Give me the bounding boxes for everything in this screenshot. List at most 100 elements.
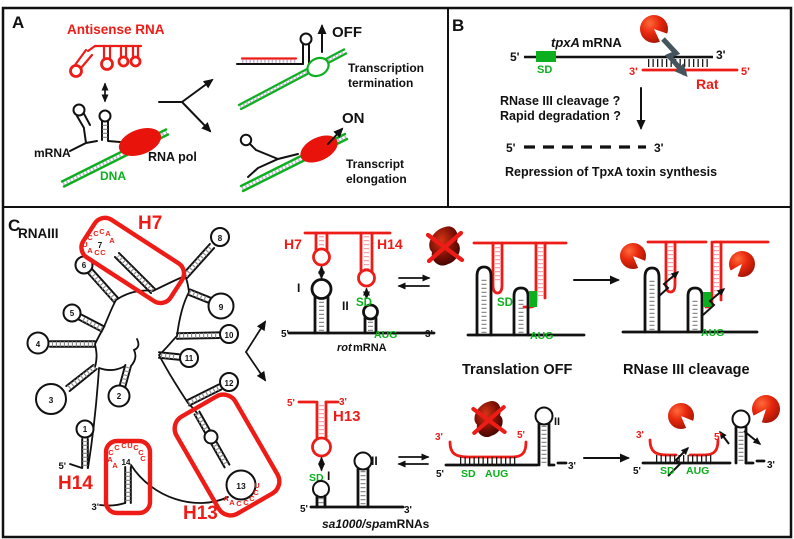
rot-gene-label: rot xyxy=(337,342,353,354)
sd-label: SD xyxy=(537,64,552,76)
rot-mrna-label: mRNA xyxy=(353,342,387,354)
terminator-hairpin xyxy=(299,32,313,65)
h7-loop-letters: C C C A U A A C C xyxy=(82,227,115,257)
branch-arrows xyxy=(158,78,214,133)
sd-box xyxy=(536,51,556,62)
transcription-termination-diagram: OFF Transcription termination xyxy=(236,24,424,111)
svg-text:U: U xyxy=(254,481,259,490)
equilibrium-arrows-spa xyxy=(397,453,430,468)
h13-box xyxy=(172,392,282,518)
svg-text:A: A xyxy=(109,236,115,245)
rnase-cleavage-label: RNase III cleavage xyxy=(623,362,750,378)
svg-text:A: A xyxy=(112,461,118,470)
loop-number-4: 4 xyxy=(36,340,41,349)
spa-free-state: 5' 3' H13 SD I II 5' 3' sa1000/spa mRNAs xyxy=(287,397,430,531)
elongation-label-2: elongation xyxy=(346,172,407,186)
on-arrow xyxy=(327,127,344,145)
svg-text:C: C xyxy=(87,233,93,242)
ribosome-blocked-icon xyxy=(425,226,465,266)
loop-number-3: 3 xyxy=(49,395,54,405)
h7-label: H7 xyxy=(138,213,162,234)
cleaved-three-prime-red: 3' xyxy=(636,430,644,441)
loop-number-7: 7 xyxy=(98,241,103,250)
degradation-question-label: Rapid degradation ? xyxy=(500,109,621,123)
svg-text:C: C xyxy=(140,454,146,463)
rnase-iii-pacman-icon xyxy=(620,243,648,270)
termination-label-2: termination xyxy=(348,76,413,90)
rnase-question-label: RNase III cleavage ? xyxy=(500,94,620,108)
h14-box xyxy=(103,438,153,516)
svg-text:C: C xyxy=(99,227,105,236)
rot-hairpin-ii-label: II xyxy=(342,299,349,313)
hairpin-stems xyxy=(49,243,231,504)
rat-five-prime-label: 5' xyxy=(741,66,750,78)
loop-number-8: 8 xyxy=(218,234,223,243)
rat-label: Rat xyxy=(696,76,719,92)
spa-three-prime: 3' xyxy=(404,505,412,516)
rot-free-state: H7 H14 I II SD AUG 5' 3' rot mRNA xyxy=(281,231,436,354)
terminator-bubble xyxy=(306,56,330,78)
svg-text:C: C xyxy=(138,448,144,457)
ribosome-blocked-icon xyxy=(471,401,507,438)
loop-number-6: 6 xyxy=(82,261,87,270)
svg-text:C: C xyxy=(249,494,255,503)
loop-number-11: 11 xyxy=(185,354,194,363)
rot-h14-label: H14 xyxy=(377,236,403,252)
h13-five-prime: 5' xyxy=(287,398,295,409)
degraded-five-prime: 5' xyxy=(506,141,516,155)
rot-h7-label: H7 xyxy=(284,236,302,252)
duplex-five-prime: 5' xyxy=(436,469,444,480)
panel-c: C RNAIII xyxy=(8,213,780,531)
svg-text:C: C xyxy=(253,488,259,497)
spa-hairpin-ii-label: II xyxy=(371,454,378,468)
duplex-hairpin-ii-label: II xyxy=(554,416,560,428)
rnaiii-structure: 1 2 3 4 5 6 7 8 9 10 11 12 13 14 C C C A… xyxy=(26,213,282,524)
rot-sd-label: SD xyxy=(356,297,372,309)
svg-text:U: U xyxy=(127,441,132,450)
duplex-three-prime-red: 3' xyxy=(435,432,443,443)
translation-off-complex: SD AUG xyxy=(466,241,586,342)
cleavage-arrow xyxy=(702,288,726,316)
duplex-sd-label: SD xyxy=(461,468,476,480)
rat-three-prime-label: 3' xyxy=(629,66,638,78)
antisense-mrna-duplex xyxy=(236,57,304,65)
svg-text:C: C xyxy=(108,448,114,457)
rnase-iii-pacman-icon xyxy=(728,251,755,278)
rna-polymerase xyxy=(118,128,162,156)
svg-text:A: A xyxy=(223,494,229,503)
degraded-three-prime: 3' xyxy=(654,141,664,155)
spa-h13-label: H13 xyxy=(333,408,361,425)
cleaved-five-prime: 5' xyxy=(633,466,641,477)
spa-duplex-off: 3' 5' II 3' 5' SD AUG xyxy=(435,406,576,480)
cleavage-arrow xyxy=(657,271,680,298)
panel-c-label: C xyxy=(8,216,20,235)
h7-box xyxy=(79,215,187,306)
sd-box xyxy=(703,292,711,307)
svg-text:C: C xyxy=(236,499,242,508)
duplex-aug-label: AUG xyxy=(485,468,508,480)
tpxa-gene-label: tpxA xyxy=(551,35,580,50)
dna-label: DNA xyxy=(100,169,126,183)
on-nascent-mrna xyxy=(239,133,299,178)
svg-text:C: C xyxy=(133,443,139,452)
elongation-label-1: Transcript xyxy=(346,157,404,171)
loop-number-2: 2 xyxy=(117,392,122,401)
cleave-aug-label: AUG xyxy=(701,327,724,339)
rnaiii-label: RNAIII xyxy=(18,226,59,241)
loop-number-1: 1 xyxy=(83,425,88,434)
rnase-iii-pacman-icon xyxy=(640,15,671,46)
svg-text:A: A xyxy=(105,229,111,238)
termination-label-1: Transcription xyxy=(348,61,424,75)
rat-antisense-strand xyxy=(641,59,739,72)
svg-text:C: C xyxy=(100,248,106,257)
h14-loop-letters: A A C C C U C C C xyxy=(107,441,146,470)
loop-number-10: 10 xyxy=(225,331,234,340)
duplex-five-prime-red: 5' xyxy=(517,430,525,441)
loop-number-13: 13 xyxy=(236,481,246,491)
cleavage-arrow xyxy=(719,430,730,445)
rnaiii-five-prime: 5' xyxy=(58,461,66,472)
cleaved-three-prime: 3' xyxy=(767,460,775,471)
loop-number-5: 5 xyxy=(70,309,75,318)
sd-box xyxy=(529,291,537,307)
